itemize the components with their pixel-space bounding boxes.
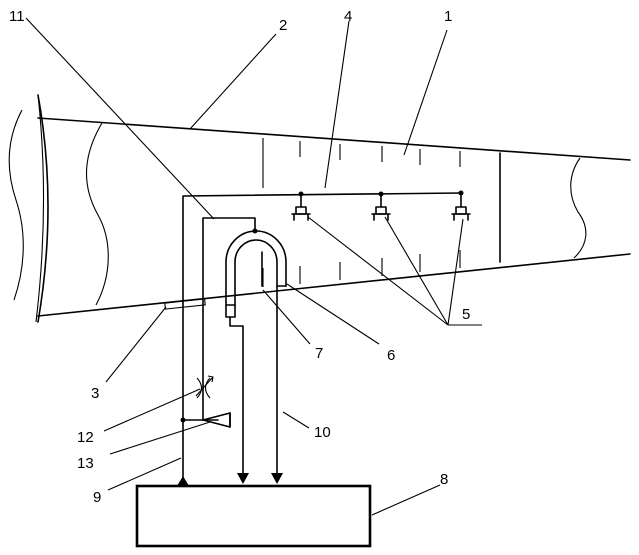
nozzle-3 [452,207,470,220]
label-7: 7 [315,345,323,362]
label-10: 10 [314,424,331,441]
label-3: 3 [91,385,99,402]
valve [181,413,231,427]
label-6: 6 [387,347,395,364]
nozzles [292,207,470,220]
label-4: 4 [344,8,352,25]
label-2: 2 [279,17,287,34]
label-12: 12 [77,429,94,446]
label-9: 9 [93,489,101,506]
nozzle-2 [372,207,390,220]
line-10 [230,286,283,484]
label-1: 1 [444,8,452,25]
nozzle-1 [292,207,310,220]
blade-body [9,95,630,322]
tank [137,486,370,546]
label-11: 11 [9,8,25,25]
supply-arrow [177,476,189,486]
label-13: 13 [77,455,94,472]
return-line [196,218,255,420]
label-8: 8 [440,471,448,488]
through-pipe [165,299,205,309]
reference-labels: 1 2 4 11 5 6 7 3 12 13 9 10 8 [9,8,470,506]
leader-lines [26,18,482,515]
label-5: 5 [462,306,470,323]
